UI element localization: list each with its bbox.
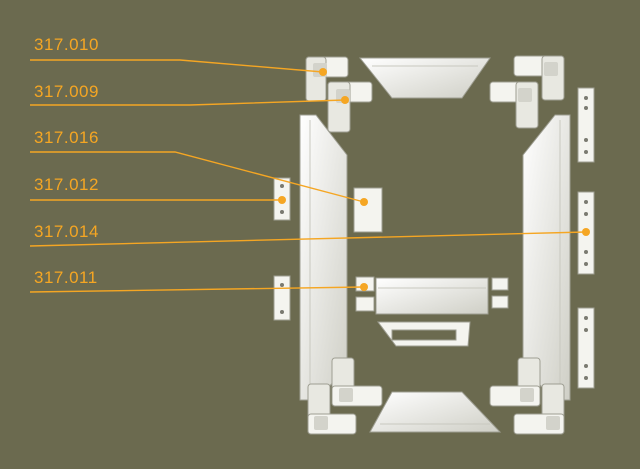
center-bar xyxy=(375,277,489,315)
bottom-rail xyxy=(369,391,502,433)
corner-connector-top-left-outer xyxy=(305,56,349,102)
leader-dot-317-016 xyxy=(360,198,368,206)
leader-line-317-014 xyxy=(29,231,587,247)
leader-line-317-009 xyxy=(30,99,346,106)
leader-dot-317-014 xyxy=(582,228,590,236)
part-label-317-014: 317.014 xyxy=(34,222,99,241)
leader-dot-317-009 xyxy=(341,96,349,104)
small-clip-right xyxy=(491,277,509,309)
corner-connector-bottom-right-outer xyxy=(513,383,565,435)
corner-connector-top-right-outer xyxy=(513,55,565,101)
corner-connector-bottom-left-outer xyxy=(307,383,357,435)
small-clip-317-011 xyxy=(355,276,375,312)
corner-connector-bottom-right-inner xyxy=(489,357,541,407)
corner-connector-top-left-inner xyxy=(327,81,373,133)
leader-dot-317-010 xyxy=(319,68,327,76)
corner-connector-top-right-inner xyxy=(489,81,539,129)
part-label-317-011: 317.011 xyxy=(34,268,98,287)
right-side-rail xyxy=(522,114,571,401)
top-rail xyxy=(358,57,491,99)
leader-line-317-011 xyxy=(29,286,365,293)
leader-dot-317-012 xyxy=(278,196,286,204)
leader-dot-317-011 xyxy=(360,283,368,291)
leader-line-317-016 xyxy=(30,151,365,203)
part-label-317-009: 317.009 xyxy=(34,82,99,101)
part-label-317-010: 317.010 xyxy=(34,35,99,54)
hinge-strip-top-right xyxy=(577,87,595,163)
center-plate-317-016 xyxy=(353,187,383,233)
part-label-317-016: 317.016 xyxy=(34,128,99,147)
hinge-strip-bottom-right xyxy=(577,307,595,389)
left-side-rail xyxy=(299,114,348,401)
handle xyxy=(377,321,471,347)
bracket-lower-left xyxy=(273,275,291,321)
corner-connector-bottom-left-inner xyxy=(331,357,383,407)
part-label-317-012: 317.012 xyxy=(34,175,99,194)
leader-line-317-010 xyxy=(30,59,324,73)
